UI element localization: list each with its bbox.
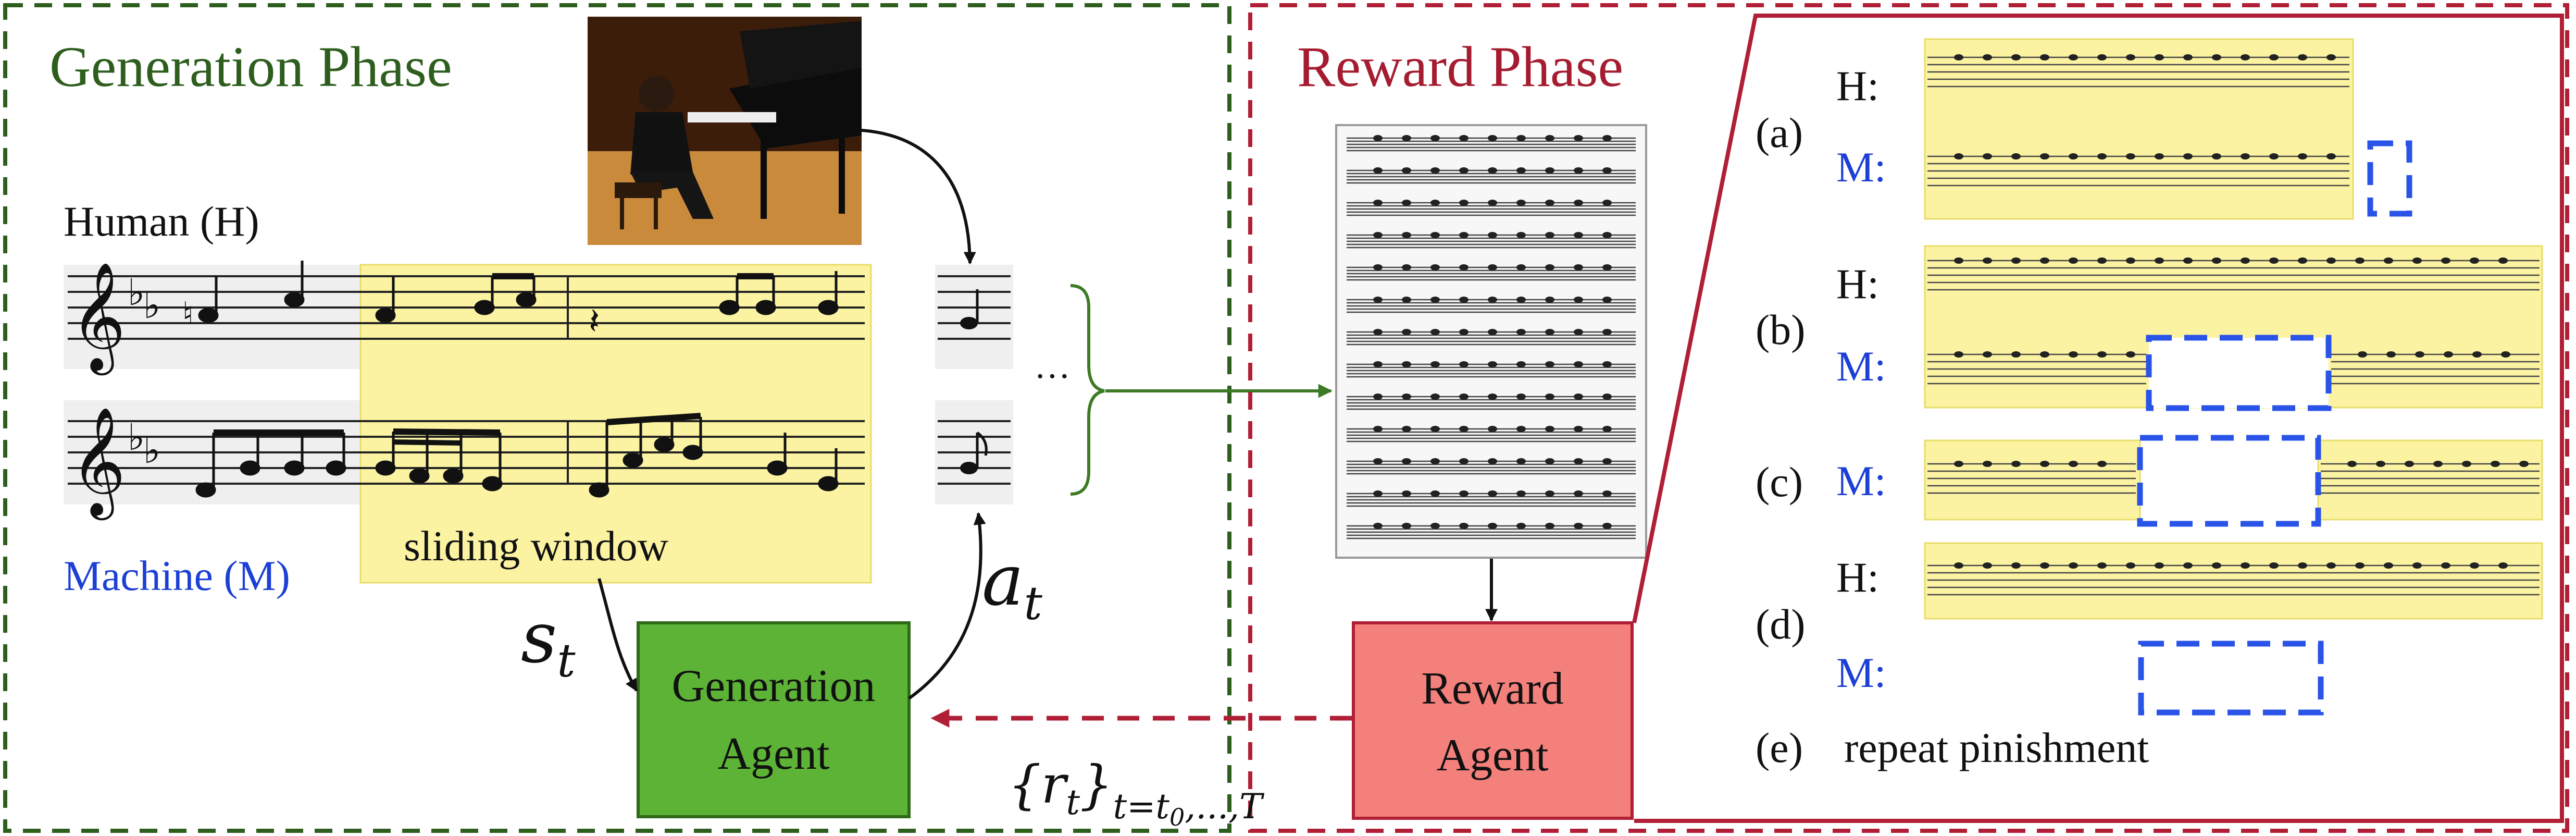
case-b-machine-staff-left (1927, 351, 2146, 385)
sheet-music-staff (1347, 135, 1636, 152)
case-b-label: (b) (1756, 306, 1806, 353)
sheet-music-staff (1347, 458, 1636, 475)
sheet-music-staff (1347, 329, 1636, 346)
case-d-m: M: (1836, 649, 1886, 696)
case-a-machine-staff (1927, 153, 2349, 187)
case-a-missing-box (2367, 140, 2412, 217)
case-d-label: (d) (1756, 600, 1806, 648)
pianist-photo (588, 17, 862, 245)
next-note-machine (935, 400, 1013, 505)
case-b-h: H: (1836, 260, 1879, 308)
action-symbol: at (982, 539, 1043, 630)
case-d-missing-box (2138, 641, 2324, 716)
reward-agent-box[interactable] (1352, 621, 1634, 820)
generation-agent-label-1: Generation (672, 661, 876, 711)
reward-phase-border (1248, 3, 2569, 833)
case-d-human-staff (1927, 562, 2540, 596)
ellipsis: ··· (1034, 356, 1071, 397)
machine-staff (68, 420, 865, 485)
pianist-to-next-arrow (861, 129, 976, 265)
case-b-m: M: (1836, 342, 1886, 390)
case-c-snippet-left (1924, 439, 2141, 521)
sheet-music-staff (1347, 264, 1636, 281)
flat-sign-icon: ♭ (128, 416, 145, 459)
reward-phase-title: Reward Phase (1297, 35, 1623, 99)
flat-sign-icon: ♭ (143, 429, 160, 472)
case-a-h: H: (1836, 62, 1879, 109)
case-b-gap (2149, 338, 2329, 408)
case-c-label: (c) (1756, 458, 1803, 506)
case-staves (1927, 54, 2540, 596)
flat-sign-icon: ♭ (128, 271, 145, 314)
case-c-m: M: (1836, 457, 1886, 505)
sliding-window-label: sliding window (404, 522, 668, 570)
sheet-music-staff (1347, 523, 1636, 539)
case-b-missing-box (2146, 335, 2332, 411)
sheet-music-staff (1347, 361, 1636, 378)
svg-text:𝄽: 𝄽 (589, 300, 600, 342)
case-b-human-staff (1927, 257, 2540, 291)
human-label: Human (H) (64, 198, 259, 245)
treble-clef-icon: 𝄞 (70, 262, 126, 375)
human-notes: ♮ 𝄽 (182, 261, 839, 342)
treble-clef-icon: 𝄞 (70, 407, 126, 520)
case-d-snippet (1924, 542, 2543, 620)
sheet-music-staff (1347, 297, 1636, 313)
case-c-missing-box (2137, 435, 2321, 527)
reward-signal-label: {rt}t=t0,...,T (1008, 754, 1265, 831)
case-e-label: (e) (1756, 724, 1803, 771)
state-arrow (598, 578, 638, 692)
reward-agent-label-1: Reward (1421, 663, 1564, 714)
flat-sign-icon: ♭ (143, 284, 160, 327)
case-a-human-staff (1927, 54, 2349, 88)
output-brace (1070, 284, 1105, 496)
sheet-music-staff (1347, 426, 1636, 442)
generation-phase-title: Generation Phase (49, 35, 452, 99)
case-a-m: M: (1836, 143, 1886, 191)
state-symbol: st (521, 597, 576, 687)
case-b-machine-staff-right (2331, 351, 2540, 385)
sheet-music-staff (1347, 167, 1636, 184)
sheet-music-staff (1347, 200, 1636, 216)
case-d-h: H: (1836, 554, 1879, 601)
reward-agent-label-2: Agent (1436, 730, 1548, 781)
sheet-music-staff (1347, 490, 1636, 507)
next-note-human (935, 265, 1013, 369)
sheet-music-staff (1347, 394, 1636, 410)
machine-label: Machine (M) (64, 552, 290, 599)
case-a-label: (a) (1756, 109, 1803, 156)
action-arrow (908, 512, 986, 700)
machine-notes (195, 413, 839, 498)
case-c-machine-staff-left (1927, 461, 2136, 494)
case-a-snippet (1924, 38, 2354, 220)
generation-agent-box[interactable] (637, 621, 911, 818)
case-e-text: repeat pinishment (1844, 724, 2149, 771)
case-c-snippet-right (2317, 439, 2543, 521)
sheet-music-staff (1347, 232, 1636, 249)
generation-phase-border (3, 3, 1231, 833)
svg-text:♮: ♮ (182, 296, 193, 332)
generation-agent-label-2: Agent (717, 729, 829, 779)
sheet-music-icon (1335, 124, 1647, 559)
case-c-machine-staff-right (2321, 461, 2540, 494)
